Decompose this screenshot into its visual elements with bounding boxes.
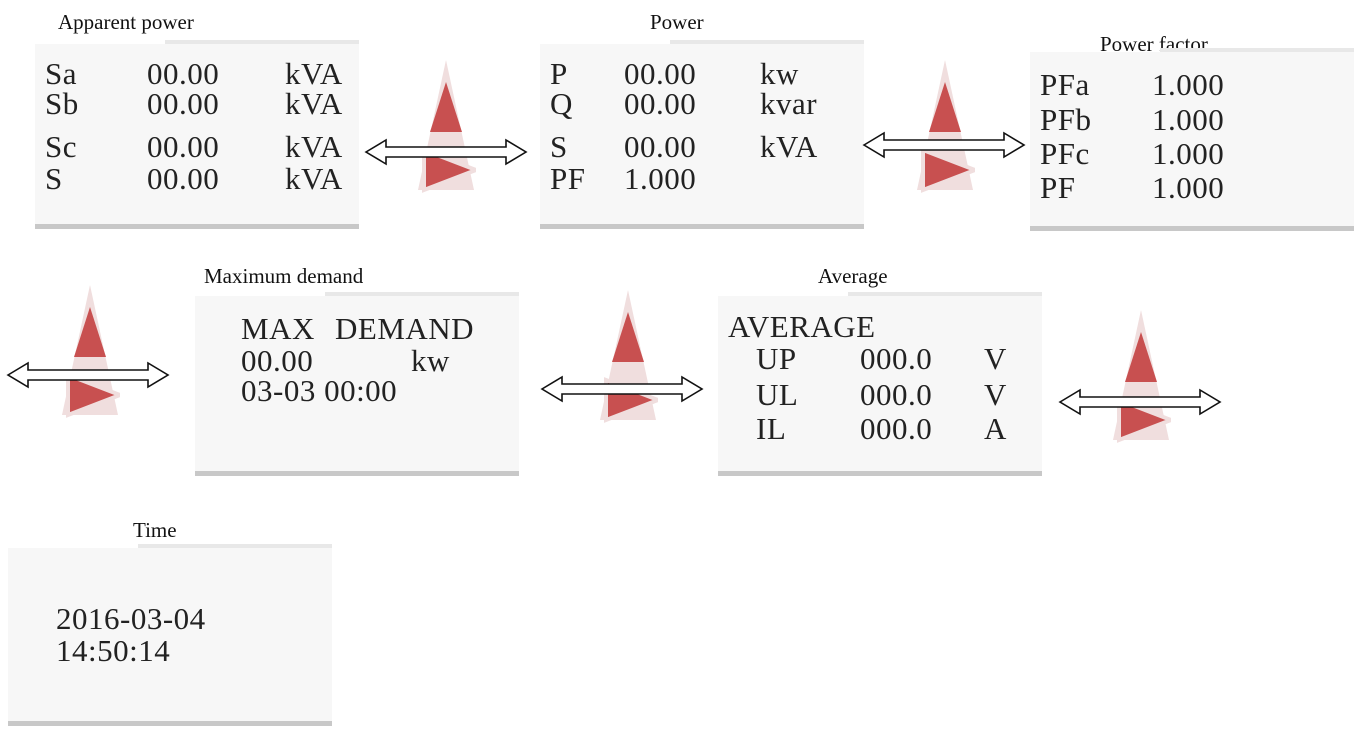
row-unit: A xyxy=(984,411,1007,446)
row-label: UL xyxy=(756,377,799,412)
time-date: 2016-03-04 xyxy=(56,601,206,636)
maximum-demand-screen: MAX DEMAND 00.00 kw 03-03 00:00 xyxy=(195,292,519,471)
row-value: 00.00 xyxy=(147,161,220,196)
row-label: IL xyxy=(756,411,787,446)
row-unit: kVA xyxy=(285,129,343,164)
row-value: 000.0 xyxy=(860,377,933,412)
navigation-keys-icon xyxy=(915,60,975,220)
average-row-il: IL 000.0 A xyxy=(728,411,1038,446)
row-label: Sb xyxy=(45,86,79,121)
double-arrow-icon xyxy=(862,130,1026,160)
row-label: PFc xyxy=(1040,136,1090,171)
row-value: 00.00 xyxy=(147,56,220,91)
row-value: 000.0 xyxy=(860,341,933,376)
double-arrow-icon xyxy=(6,360,170,390)
row-unit: kVA xyxy=(285,86,343,121)
demand-label: DEMAND xyxy=(335,311,475,346)
double-arrow-icon xyxy=(1058,387,1222,417)
row-value: 1.000 xyxy=(1152,170,1225,205)
power-row-s: S 00.00 kVA xyxy=(550,129,860,164)
average-row-ul: UL 000.0 V xyxy=(728,377,1038,412)
row-label: Sc xyxy=(45,129,77,164)
max-demand-datetime: 03-03 00:00 xyxy=(241,373,398,408)
row-label: Sa xyxy=(45,56,77,91)
power-row-pf: PF 1.000 xyxy=(550,161,860,196)
apparent-power-title: Apparent power xyxy=(58,10,194,34)
row-value: 1.000 xyxy=(1152,67,1225,102)
max-demand-heading: MAX DEMAND xyxy=(241,311,511,346)
max-label: MAX xyxy=(241,311,315,346)
time-screen: 2016-03-04 14:50:14 xyxy=(8,544,332,721)
power-factor-row-pf: PF 1.000 xyxy=(1040,170,1350,205)
double-arrow-icon xyxy=(540,374,704,404)
power-factor-row-pfa: PFa 1.000 xyxy=(1040,67,1350,102)
apparent-power-row-sb: Sb 00.00 kVA xyxy=(45,86,355,121)
max-demand-value: 00.00 xyxy=(241,343,314,378)
average-title: Average xyxy=(818,264,888,288)
row-value: 1.000 xyxy=(1152,102,1225,137)
power-row-p: P 00.00 kw xyxy=(550,56,860,91)
row-unit: kVA xyxy=(760,129,818,164)
row-unit: kVA xyxy=(285,56,343,91)
row-value: 00.00 xyxy=(624,86,697,121)
power-title: Power xyxy=(650,10,704,34)
power-factor-row-pfc: PFc 1.000 xyxy=(1040,136,1350,171)
max-demand-value-row: 00.00 kw xyxy=(241,343,511,378)
time-clock: 14:50:14 xyxy=(56,633,171,668)
power-factor-screen: PFa 1.000 PFb 1.000 PFc 1.000 PF 1.000 xyxy=(1030,48,1354,226)
row-label: PF xyxy=(1040,170,1076,205)
row-unit: V xyxy=(984,377,1007,412)
row-value: 00.00 xyxy=(624,129,697,164)
row-value: 1.000 xyxy=(1152,136,1225,171)
double-arrow-icon xyxy=(364,137,528,167)
row-value: 00.00 xyxy=(624,56,697,91)
average-heading: AVERAGE xyxy=(728,309,876,344)
maximum-demand-title: Maximum demand xyxy=(204,264,364,288)
row-unit: V xyxy=(984,341,1007,376)
row-value: 000.0 xyxy=(860,411,933,446)
average-row-up: UP 000.0 V xyxy=(728,341,1038,376)
row-unit: kVA xyxy=(285,161,343,196)
apparent-power-row-sa: Sa 00.00 kVA xyxy=(45,56,355,91)
row-label: PF xyxy=(550,161,586,196)
row-label: PFb xyxy=(1040,102,1092,137)
row-label: P xyxy=(550,56,568,91)
apparent-power-row-sc: Sc 00.00 kVA xyxy=(45,129,355,164)
max-demand-unit: kw xyxy=(411,343,450,378)
row-label: PFa xyxy=(1040,67,1090,102)
power-screen: P 00.00 kw Q 00.00 kvar S 00.00 kVA PF 1… xyxy=(540,40,864,224)
navigation-keys-icon xyxy=(598,290,658,450)
power-factor-row-pfb: PFb 1.000 xyxy=(1040,102,1350,137)
row-unit: kvar xyxy=(760,86,818,121)
row-label: S xyxy=(550,129,568,164)
row-value: 00.00 xyxy=(147,129,220,164)
row-unit: kw xyxy=(760,56,799,91)
average-screen: AVERAGE UP 000.0 V UL 000.0 V IL 000.0 A xyxy=(718,292,1042,471)
row-label: S xyxy=(45,161,63,196)
row-value: 1.000 xyxy=(624,161,697,196)
apparent-power-row-s: S 00.00 kVA xyxy=(45,161,355,196)
row-label: UP xyxy=(756,341,797,376)
time-title: Time xyxy=(133,518,177,542)
row-label: Q xyxy=(550,86,573,121)
apparent-power-screen: Sa 00.00 kVA Sb 00.00 kVA Sc 00.00 kVA S… xyxy=(35,40,359,224)
row-value: 00.00 xyxy=(147,86,220,121)
navigation-keys-icon xyxy=(60,285,120,445)
power-row-q: Q 00.00 kvar xyxy=(550,86,860,121)
